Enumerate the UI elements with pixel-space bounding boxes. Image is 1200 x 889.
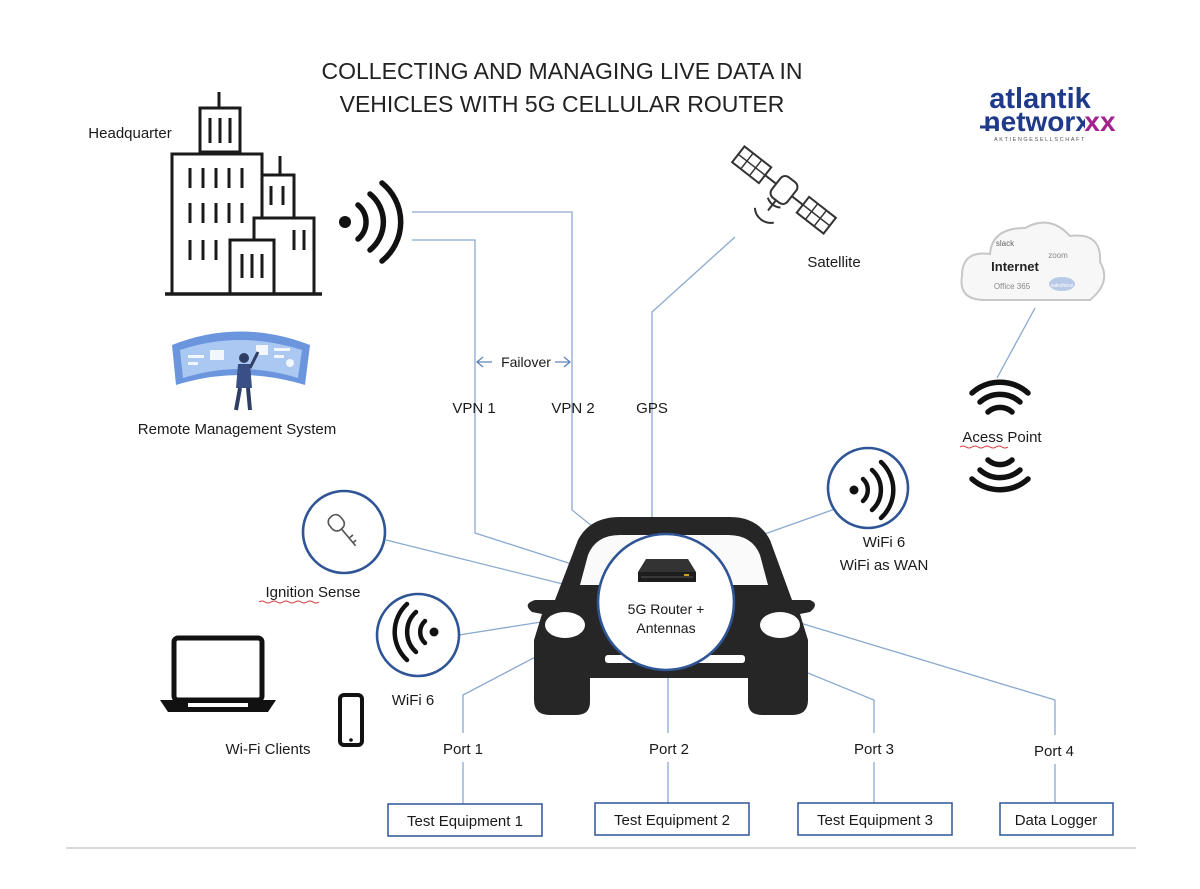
remote-management-label: Remote Management System [138, 421, 336, 438]
laptop-icon [160, 635, 276, 712]
router-circle: 5G Router + Antennas [596, 532, 736, 672]
port-4-label: Port 4 [1034, 743, 1074, 760]
failover-arrow: Failover [476, 354, 571, 370]
router-label-line-2: Antennas [636, 620, 695, 636]
wifi-clients-label: Wi-Fi Clients [226, 741, 311, 758]
wifi-clients-signal-icon [392, 601, 439, 663]
logo-tagline: AKTIENGESELLSCHAFT [994, 137, 1086, 143]
gps-link [651, 236, 736, 540]
connector-lines [385, 211, 1056, 804]
wifi-wan-label-line-2: WiFi as WAN [840, 557, 929, 574]
wifi-clients-circle [375, 592, 461, 678]
atlantik-networxx-logo: atlantik networxx xx AKTIENGESELLSCHAFT [980, 83, 1116, 143]
svg-text:xx: xx [1084, 106, 1116, 137]
vpn1-label: VPN 1 [452, 400, 495, 417]
wifi6-clients-label: WiFi 6 [392, 692, 435, 709]
salesforce-label: salesforce [1051, 283, 1074, 289]
satellite-icon [730, 145, 838, 235]
test-equipment-2-label: Test Equipment 2 [614, 812, 730, 829]
router-device-icon [638, 559, 696, 582]
access-point-label: Acess Point [962, 429, 1042, 446]
data-logger-box: Data Logger [999, 802, 1114, 836]
test-equipment-1-label: Test Equipment 1 [407, 813, 523, 830]
headquarter-label: Headquarter [88, 125, 171, 142]
test-equipment-3-label: Test Equipment 3 [817, 812, 933, 829]
port-1-label: Port 1 [443, 741, 483, 758]
wifi-wan-label-line-1: WiFi 6 [863, 534, 906, 551]
internet-label: Internet [991, 259, 1039, 274]
office365-label: Office 365 [994, 282, 1031, 291]
ignition-sense-circle [301, 489, 387, 575]
port-2-label: Port 2 [649, 741, 689, 758]
key-icon [327, 513, 357, 547]
internet-ap-link [996, 307, 1036, 379]
hq-wireless-signal-icon [339, 180, 404, 264]
data-logger-label: Data Logger [1015, 812, 1098, 829]
vpn2-link [412, 211, 629, 556]
title-line-1: COLLECTING AND MANAGING LIVE DATA IN [322, 58, 803, 84]
phone-icon [338, 693, 364, 747]
slack-label: slack [996, 239, 1015, 248]
router-label-line-1: 5G Router + [628, 601, 705, 617]
test-equipment-1-box: Test Equipment 1 [387, 803, 543, 837]
gps-label: GPS [636, 400, 668, 417]
test-equipment-3-box: Test Equipment 3 [797, 802, 953, 836]
vpn2-label: VPN 2 [551, 400, 594, 417]
remote-management-dashboard-icon [172, 331, 310, 411]
vpn1-link [412, 239, 616, 579]
access-point-icon [969, 379, 1031, 493]
internet-cloud-icon: Internet slack zoom Office 365 salesforc… [960, 221, 1106, 301]
port-3-label: Port 3 [854, 741, 894, 758]
logo-line-1: atlantik [989, 83, 1091, 115]
wifi-wan-circle [826, 446, 910, 530]
headquarter-building-icon [165, 92, 322, 296]
satellite-label: Satellite [807, 254, 860, 271]
test-equipment-2-box: Test Equipment 2 [594, 802, 750, 836]
failover-label: Failover [501, 354, 551, 370]
zoom-label: zoom [1048, 251, 1068, 260]
title-line-2: VEHICLES WITH 5G CELLULAR ROUTER [340, 91, 785, 117]
port4-link [733, 602, 1056, 735]
wifi-wan-signal-icon [849, 459, 896, 521]
ignition-sense-label: Ignition Sense [265, 584, 360, 601]
